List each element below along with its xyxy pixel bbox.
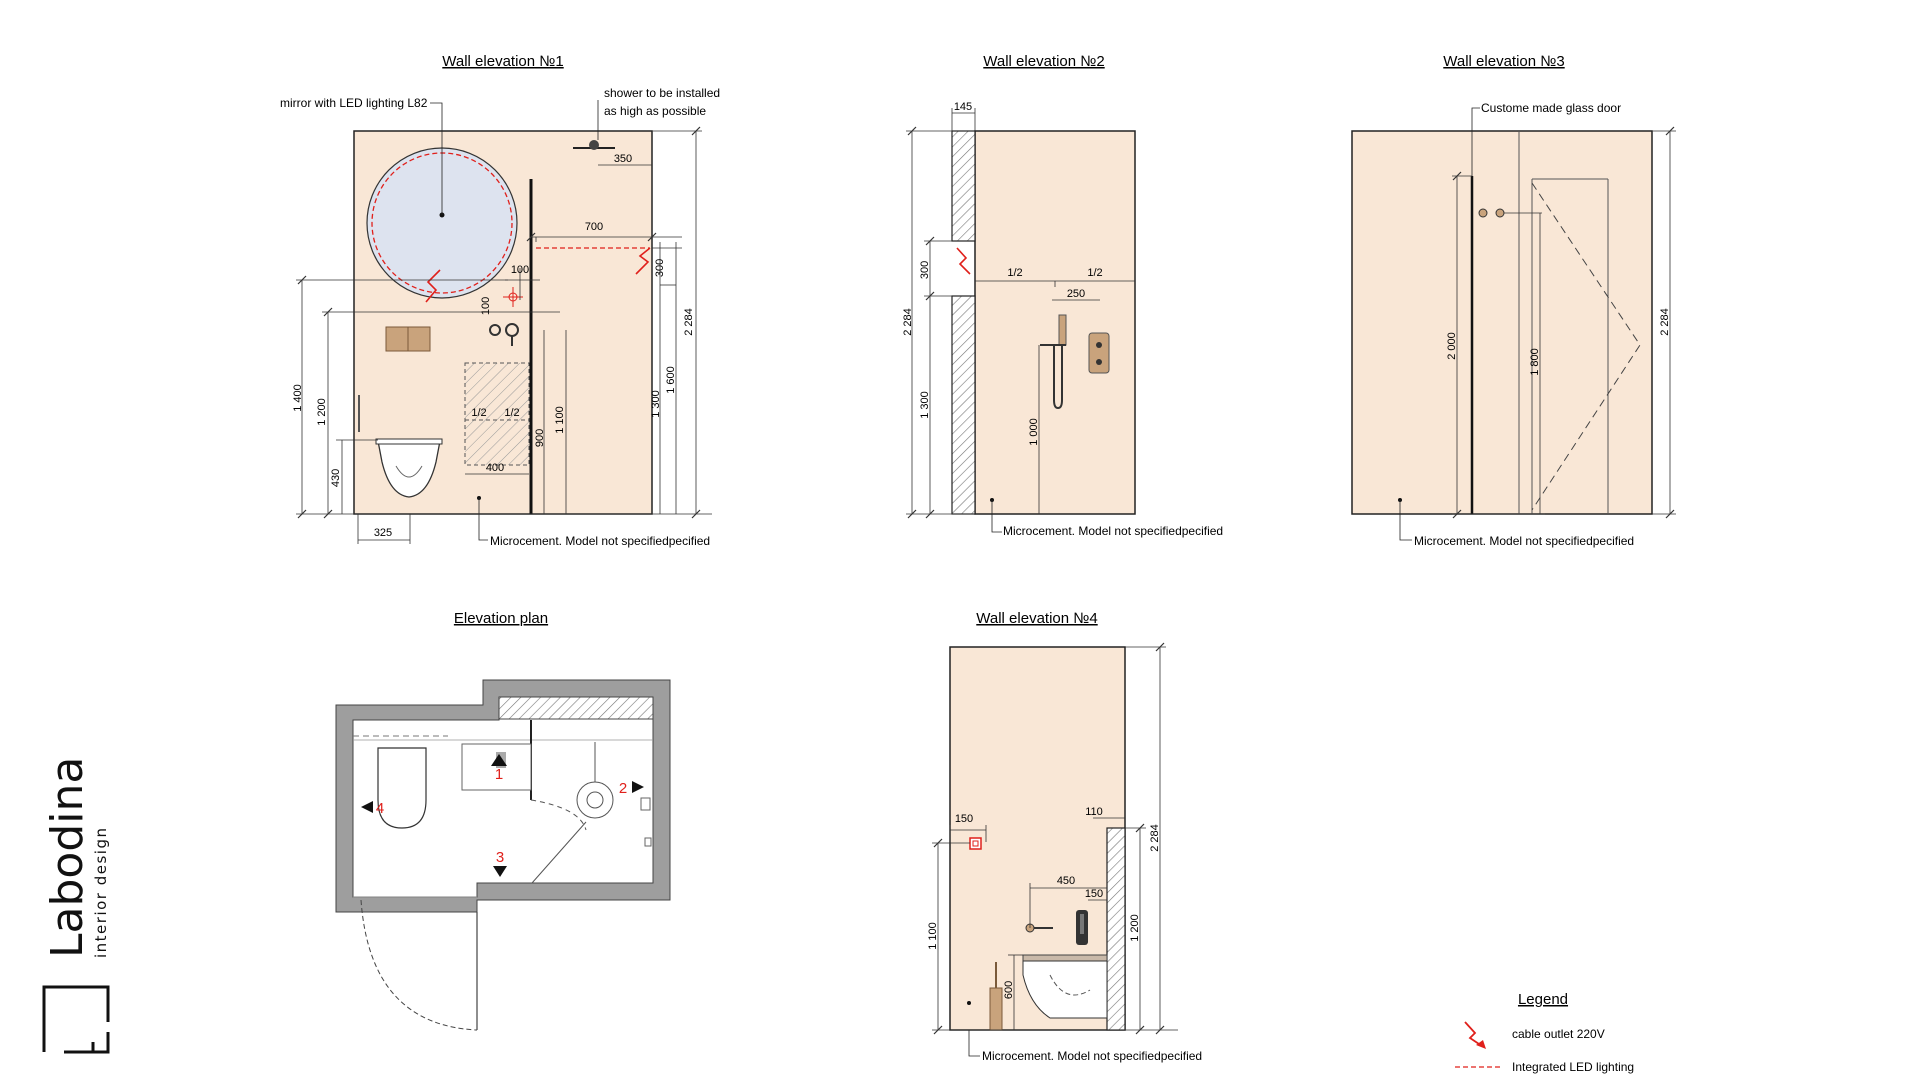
elevation-plan: Elevation plan 1 2 3 4 [335, 610, 671, 1031]
dim-325: 325 [374, 527, 392, 539]
dim-1600: 1 600 [665, 366, 677, 394]
dim-400: 400 [486, 462, 504, 474]
plan-door-swing [530, 799, 587, 831]
dim-1400: 1 400 [292, 384, 304, 412]
dim-1200: 1 200 [1129, 914, 1141, 942]
wall-hung-toilet [377, 440, 441, 498]
dim-2284: 2 284 [683, 308, 695, 336]
finish-note: Microcement. Model not specifiedpecified [490, 534, 710, 548]
dim-145: 145 [954, 101, 972, 113]
legend: Legend cable outlet 220V Integrated LED … [1455, 991, 1634, 1074]
wall-shelf [1022, 954, 1108, 962]
tap-icon [489, 324, 501, 336]
dim-2284: 2 284 [1659, 308, 1671, 336]
view-marker-2: 2 [619, 780, 627, 797]
dim-600: 600 [1003, 981, 1015, 999]
wall-section [1106, 827, 1126, 1031]
wall-elevation-4: Wall elevation №4 Microcement. Model not… [927, 610, 1202, 1063]
wall-panel [1351, 130, 1653, 515]
toilet-brush [989, 987, 1003, 1031]
dim-half-left: 1/2 [1007, 267, 1022, 279]
door-swing-lines [1531, 182, 1641, 511]
plan-toilet [377, 747, 427, 829]
wall-elevation-1: Wall elevation №1 [280, 53, 720, 548]
dim-1100: 1 100 [927, 922, 939, 950]
mirror-note: mirror with LED lighting L82 [280, 96, 428, 110]
legend-item-led: Integrated LED lighting [1512, 1060, 1634, 1074]
dim-110: 110 [1085, 806, 1103, 818]
elevation-3-title: Wall elevation №3 [1443, 53, 1564, 70]
cable-outlet-icon [635, 247, 651, 275]
plan-niche-wall [498, 696, 654, 720]
elevation-2-title: Wall elevation №2 [983, 53, 1104, 70]
legend-title: Legend [1518, 991, 1568, 1008]
dim-2284: 2 284 [902, 308, 914, 336]
dim-150a: 150 [955, 813, 973, 825]
dim-2284: 2 284 [1149, 824, 1161, 852]
side-toilet [1022, 960, 1108, 1019]
view-marker-1: 1 [495, 766, 503, 783]
finish-note: Microcement. Model not specifiedpecified [1003, 524, 1223, 538]
door-handle-icon [1495, 208, 1505, 218]
wall-niche [464, 362, 530, 466]
socket-icon [969, 837, 982, 850]
dim-300: 300 [654, 259, 666, 277]
dim-1300: 1 300 [650, 390, 662, 418]
dim-1800: 1 800 [1529, 348, 1541, 376]
dim-150b: 150 [1085, 888, 1103, 900]
door-note: Custome made glass door [1481, 101, 1621, 115]
elevation-4-title: Wall elevation №4 [976, 610, 1097, 627]
plan-title: Elevation plan [454, 610, 548, 627]
dim-1300: 1 300 [919, 391, 931, 419]
wall-section-upper [951, 130, 976, 242]
wall-panel [974, 130, 1136, 515]
finish-note: Microcement. Model not specifiedpecified [982, 1049, 1202, 1063]
brand-logo-icon [42, 985, 110, 1054]
dim-450: 450 [1057, 875, 1075, 887]
dim-1100: 1 100 [554, 406, 566, 434]
dim-1000: 1 000 [1028, 418, 1040, 446]
dim-100a: 100 [511, 264, 529, 276]
dim-350: 350 [614, 153, 632, 165]
wall-elevation-2: Wall elevation №2 Microcement. Model not… [902, 53, 1223, 538]
dim-2000: 2 000 [1446, 332, 1458, 360]
thermostat-panel [1088, 332, 1110, 374]
dim-250: 250 [1067, 288, 1085, 300]
shower-note-line-2: as high as possible [604, 104, 706, 118]
finish-note: Microcement. Model not specifiedpecified [1414, 534, 1634, 548]
wall-section-lower [951, 295, 976, 515]
view-marker-3: 3 [496, 849, 504, 866]
dim-300: 300 [919, 261, 931, 279]
dim-half-right: 1/2 [1087, 267, 1102, 279]
dim-430: 430 [330, 469, 342, 487]
hand-shower [1058, 314, 1067, 346]
brand-block: Labodina interior design [42, 757, 110, 1054]
plan-shower-drain [576, 781, 614, 819]
shower-note-line-1: shower to be installed [604, 86, 720, 100]
wall-elevation-3: Wall elevation №3 Custome made glass doo… [1351, 53, 1676, 548]
cable-outlet-icon [425, 269, 441, 303]
elevation-1-title: Wall elevation №1 [442, 53, 563, 70]
dim-half-right: 1/2 [504, 407, 519, 419]
plan-entrance-door-swing [360, 899, 478, 1031]
legend-item-cable-outlet: cable outlet 220V [1512, 1027, 1605, 1041]
dim-half-left: 1/2 [471, 407, 486, 419]
brand-tagline: interior design [92, 827, 110, 959]
dim-700: 700 [585, 221, 603, 233]
dim-900: 900 [534, 429, 546, 447]
cable-outlet-icon [1464, 1021, 1483, 1047]
brand-name: Labodina [42, 757, 93, 958]
shower-hose [1053, 345, 1063, 410]
dim-100b: 100 [480, 297, 492, 315]
view-marker-4: 4 [376, 800, 384, 817]
door-handle-icon [1478, 208, 1488, 218]
cable-outlet-icon [956, 247, 971, 275]
dim-1200: 1 200 [316, 398, 328, 426]
